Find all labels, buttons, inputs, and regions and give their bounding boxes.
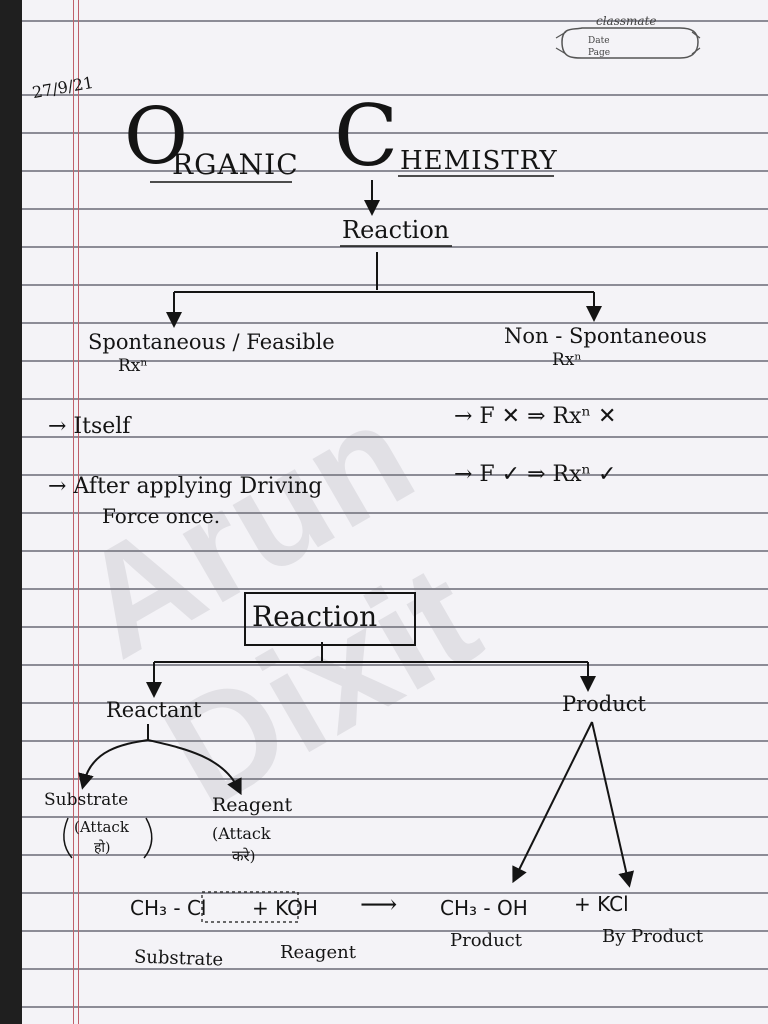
non-spontaneous-label: Non - Spontaneous [504,324,707,348]
force-once-text: Force once. [102,504,221,528]
label-byproduct: By Product [602,926,704,947]
product-label: Product [562,692,646,716]
title-chemistry: HEMISTRY [400,146,558,176]
eq-byproduct: + KCl [574,892,629,916]
margin-line-2 [78,0,79,1024]
feasible-text: → F ✓ ⇒ Rxⁿ ✓ [454,462,617,487]
date-label: Date [588,36,610,46]
label-product: Product [450,930,522,951]
margin-line [73,0,74,1024]
eq-arrow: ⟶ [360,890,398,920]
substrate-label: Substrate [44,790,129,810]
itself-text: → Itself [48,414,131,439]
brand-name: classmate [596,14,657,28]
spontaneous-label: Spontaneous / Feasible [88,330,335,354]
non-spontaneous-rxn: Rxⁿ [552,350,582,370]
title-o: O [124,92,188,182]
reaction-box [244,592,416,646]
eq-substrate: CH₃ - Cl [130,896,207,920]
notebook-page: Arun Dixit classmate Date Page 27/9/21 O… [22,0,768,1024]
page-label: Page [588,48,611,58]
reactant-label: Reactant [106,698,202,722]
brand-logo: classmate Date Page [552,14,704,70]
connector-lines [63,175,635,923]
spontaneous-rxn: Rxⁿ [118,356,148,376]
label-reagent: Reagent [280,942,356,963]
reagent-note: (Attack [212,824,271,843]
eq-reagent: + KOH [252,896,318,920]
reaction-root: Reaction [342,216,450,244]
driving-force-text: → After applying Driving [48,474,323,499]
title-c: C [334,87,399,185]
substrate-note-2: हो) [94,840,111,856]
reaction-box-label: Reaction [252,600,378,633]
title-organic: RGANIC [172,148,299,181]
reagent-label: Reagent [212,794,293,816]
substrate-note: (Attack [74,818,129,836]
reagent-note-2: करे) [232,847,256,865]
not-feasible-text: → F ✕ ⇒ Rxⁿ ✕ [454,404,617,429]
eq-product: CH₃ - OH [440,896,528,920]
